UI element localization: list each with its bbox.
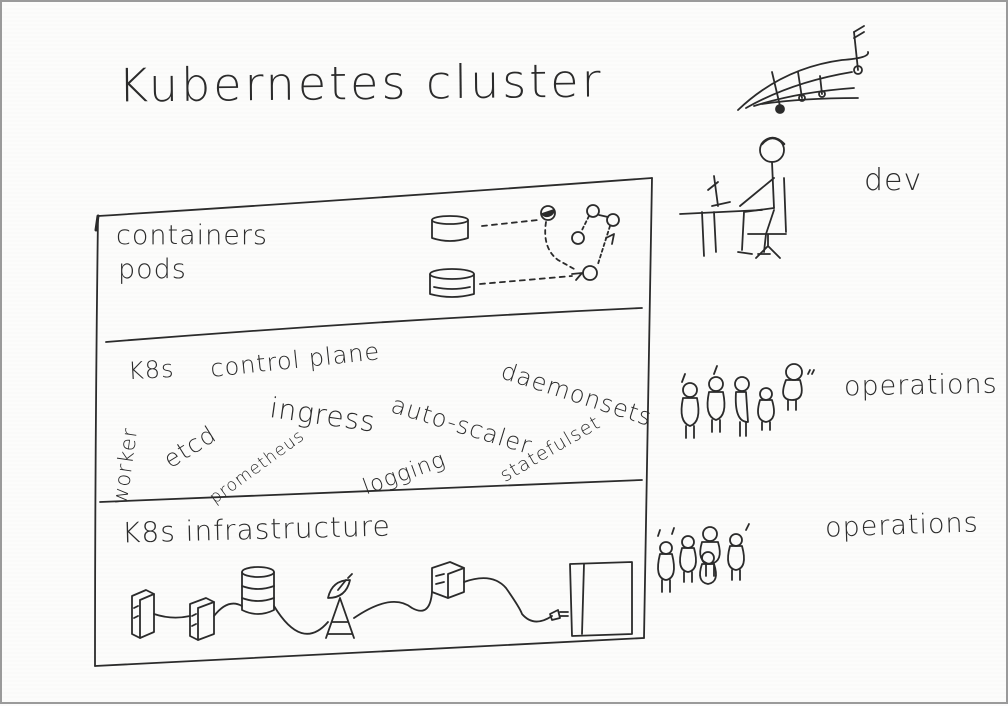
server-rack-icon bbox=[131, 589, 155, 639]
container-icon bbox=[429, 268, 475, 298]
page-title: Kubernetes cluster bbox=[117, 53, 604, 113]
section-divider-top bbox=[105, 307, 643, 343]
pod-graph-icon bbox=[479, 204, 620, 285]
power-plug-icon bbox=[549, 609, 569, 621]
section-label-infrastructure: K8s infrastructure bbox=[121, 509, 392, 550]
section-divider-bottom bbox=[99, 479, 643, 503]
role-label-dev: dev bbox=[864, 163, 923, 198]
database-icon bbox=[241, 566, 275, 615]
server-rack-icon bbox=[431, 561, 465, 599]
developer-at-desk-icon bbox=[679, 136, 787, 259]
network-cable bbox=[153, 577, 553, 635]
people-group-icon bbox=[680, 363, 815, 439]
people-group-icon bbox=[657, 523, 750, 593]
section-label-containers: containers bbox=[116, 220, 269, 251]
power-outlet-panel bbox=[569, 561, 633, 637]
satellite-dish-icon bbox=[325, 573, 355, 639]
section-label-pods: pods bbox=[118, 254, 187, 285]
section-label-k8s: K8s bbox=[127, 354, 176, 386]
cluster-box bbox=[94, 177, 653, 667]
server-rack-icon bbox=[189, 597, 215, 641]
role-label-operations-top: operations bbox=[843, 368, 998, 403]
role-label-operations-bottom: operations bbox=[824, 507, 980, 544]
container-icon bbox=[431, 215, 469, 242]
music-notes-icon bbox=[737, 25, 869, 114]
